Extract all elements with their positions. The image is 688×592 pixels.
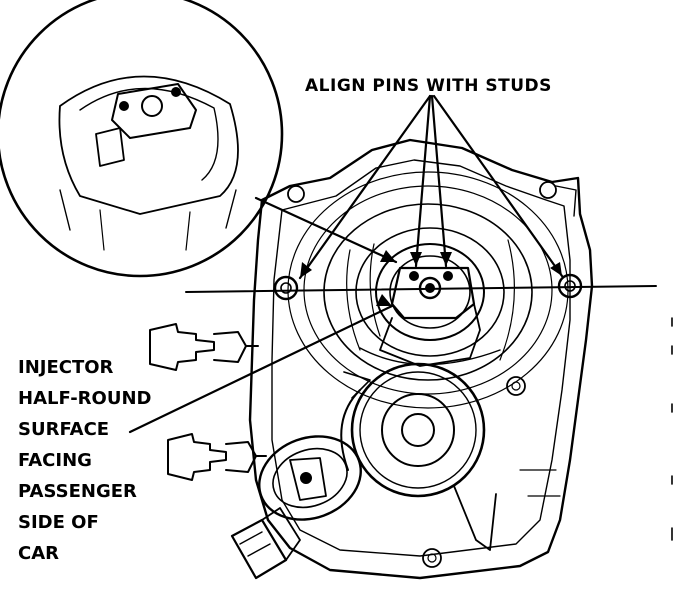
inset-leader [254,196,398,264]
arrowhead-left [300,262,312,278]
arrowhead-mid-right [440,252,452,266]
injector-label-line-6: SIDE OF [18,512,99,533]
leader-lines [128,94,564,434]
alignment-line [185,285,657,293]
align-leader-mid-right [430,94,448,268]
injector-label-line-5: PASSENGER [18,481,137,502]
sensor-connector [230,435,362,580]
arrowhead-right [550,262,562,276]
arrowhead-injector [376,294,392,306]
inset-detail [0,0,284,278]
align-leader-left [298,94,432,280]
injector-label-line-7: CAR [18,543,60,564]
align-leader-right [432,94,564,278]
fuel-fitting-lower [167,433,267,481]
align-leader-mid-left [414,94,432,268]
injector-label-line-4: FACING [18,450,92,471]
fuel-fitting-upper [149,323,259,371]
align-pins-label: ALIGN PINS WITH STUDS [305,76,552,96]
arrowhead-inset [380,250,396,262]
injector-label-line-2: HALF-ROUND [18,388,152,409]
arrowheads [300,250,562,306]
injector-retainer [359,266,501,367]
injector-label-line-1: INJECTOR [18,357,114,378]
arrowhead-mid-left [410,252,422,266]
injector-leader [128,304,394,434]
lower-actuator [340,362,497,551]
injector-label-line-3: SURFACE [18,419,110,440]
injector-orientation-label: INJECTOR HALF-ROUND SURFACE FACING PASSE… [18,352,151,569]
